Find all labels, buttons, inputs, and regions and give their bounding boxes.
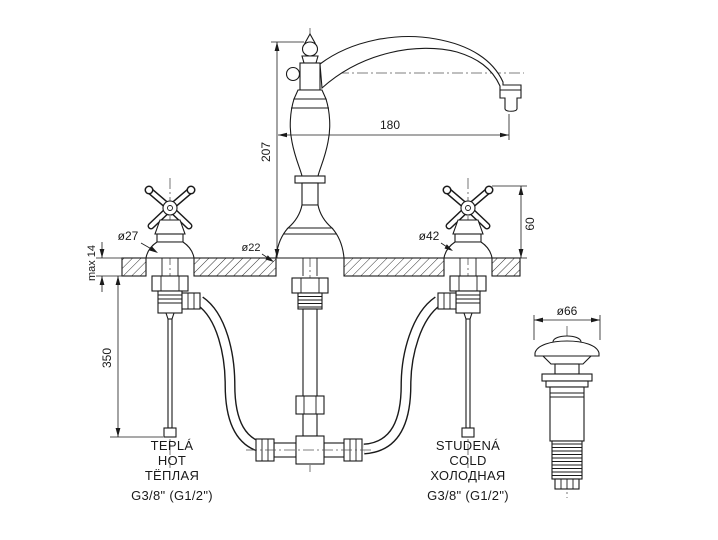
spout-shank xyxy=(291,277,329,437)
cold-connection-label: STUDENÁ COLD ХОЛОДНАЯ G3/8" (G1/2") xyxy=(427,438,509,503)
dimension-handle-height: 60 xyxy=(492,185,537,259)
spout-assembly xyxy=(275,32,522,259)
dimension-waste-diameter: ø66 xyxy=(533,304,601,340)
spout-arm xyxy=(319,36,522,112)
dim-label-60: 60 xyxy=(523,217,537,231)
dim-label-max14: max 14 xyxy=(86,245,98,281)
cold-label-russian: ХОЛОДНАЯ xyxy=(430,468,505,483)
dim-label-d27: ø27 xyxy=(118,229,139,243)
dim-label-180: 180 xyxy=(380,118,400,132)
mounting-deck xyxy=(121,257,521,277)
spout-side-knob xyxy=(285,66,301,82)
dimension-handle-diameter: ø27 xyxy=(118,229,158,253)
pop-up-waste xyxy=(534,335,600,490)
dim-label-d42: ø42 xyxy=(419,229,440,243)
hot-label-czech: TEPLÁ xyxy=(151,438,194,453)
hot-connection-label: TEPLÁ HOT ТЁПЛАЯ G3/8" (G1/2") xyxy=(131,438,213,503)
cold-label-english: COLD xyxy=(449,453,486,468)
dimension-hole-diameter: ø22 xyxy=(242,242,274,262)
dimension-spout-reach: 180 xyxy=(278,114,510,140)
hot-label-thread: G3/8" (G1/2") xyxy=(131,488,213,503)
dim-label-350: 350 xyxy=(100,348,114,368)
cold-valve-body xyxy=(437,275,487,438)
spout-supply-pipes xyxy=(196,296,442,455)
cold-label-czech: STUDENÁ xyxy=(436,438,500,453)
dim-label-d66: ø66 xyxy=(557,304,578,318)
hot-handle xyxy=(144,185,196,259)
hot-valve-body xyxy=(151,275,201,438)
hot-label-english: HOT xyxy=(158,453,186,468)
tee-fitting xyxy=(246,435,374,465)
dim-label-d22: ø22 xyxy=(242,242,261,254)
dimension-deck-thickness: max 14 xyxy=(86,242,122,292)
dimension-spout-height: 207 xyxy=(259,41,304,258)
dimension-supply-length: 350 xyxy=(100,276,163,438)
hot-label-russian: ТЁПЛАЯ xyxy=(145,468,199,483)
dim-label-207: 207 xyxy=(259,142,273,162)
cold-label-thread: G3/8" (G1/2") xyxy=(427,488,509,503)
dimension-escutcheon-diameter: ø42 xyxy=(419,229,453,251)
cold-handle xyxy=(442,185,494,259)
